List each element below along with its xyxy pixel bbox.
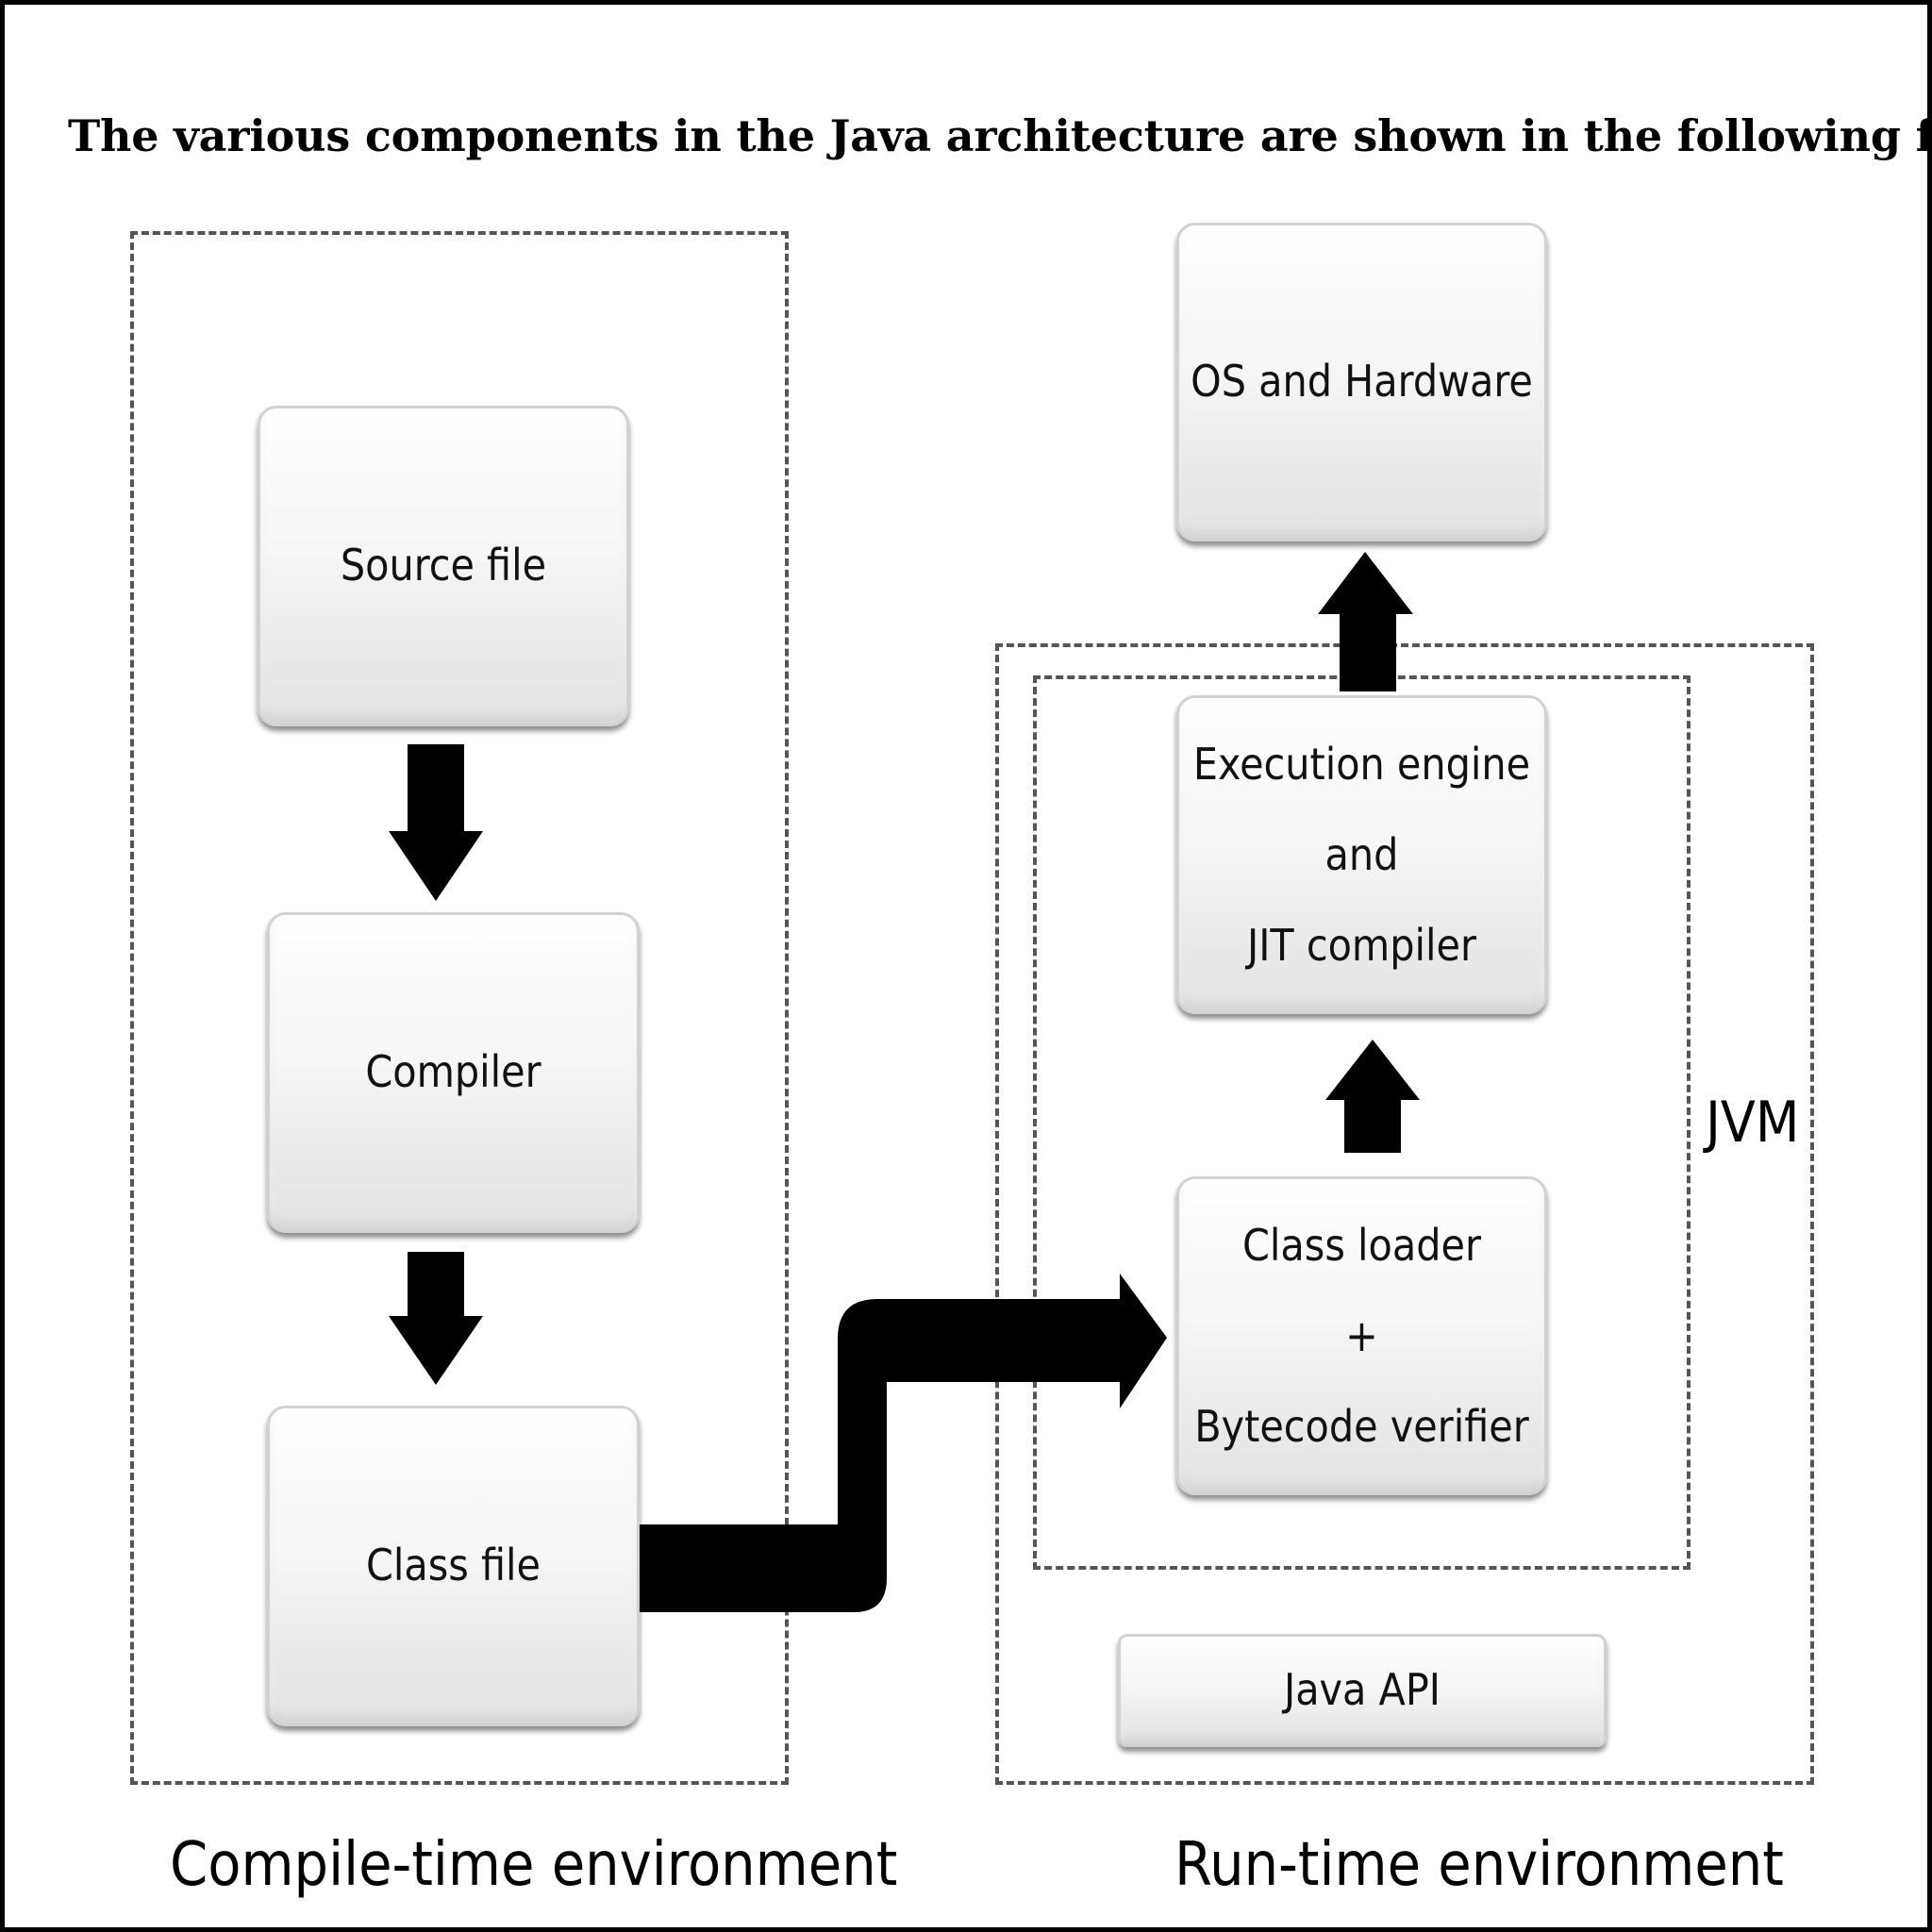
compile-time-region [130,231,789,1785]
source-file-box: Source file [258,406,629,726]
arrow-down-source-to-compiler [389,744,483,901]
arrow-down-compiler-to-classfile [389,1252,483,1385]
java-api-box: Java API [1118,1634,1607,1747]
class-loader-line1: Class loader [1242,1220,1481,1271]
class-file-label: Class file [365,1540,541,1591]
execution-engine-line2: and [1324,829,1399,880]
class-loader-box: Class loader + Bytecode verifier [1176,1176,1547,1495]
os-hardware-label: OS and Hardware [1191,356,1533,408]
arrow-classfile-to-classloader [640,1274,1167,1612]
run-time-caption: Run-time environment [1174,1830,1784,1900]
source-file-label: Source file [340,540,547,591]
class-file-box: Class file [267,1406,640,1726]
class-loader-line2: + [1345,1310,1378,1361]
page-heading: The various components in the Java archi… [68,110,1932,161]
arrows-layer [389,552,1420,1612]
execution-engine-line3: JIT compiler [1247,920,1476,971]
class-loader-line3: Bytecode verifier [1194,1401,1529,1452]
compile-time-caption: Compile-time environment [170,1830,898,1900]
os-hardware-box: OS and Hardware [1176,223,1547,541]
jvm-label: JVM [1706,1090,1800,1156]
run-time-region [995,643,1814,1785]
arrow-up-classloader-to-engine [1325,1040,1420,1153]
compiler-label: Compiler [365,1046,541,1098]
execution-engine-box: Execution engine and JIT compiler [1176,695,1547,1014]
compiler-box: Compiler [267,912,640,1233]
java-api-label: Java API [1284,1664,1441,1716]
arrow-up-engine-to-os [1318,552,1413,691]
execution-engine-line1: Execution engine [1192,739,1531,790]
